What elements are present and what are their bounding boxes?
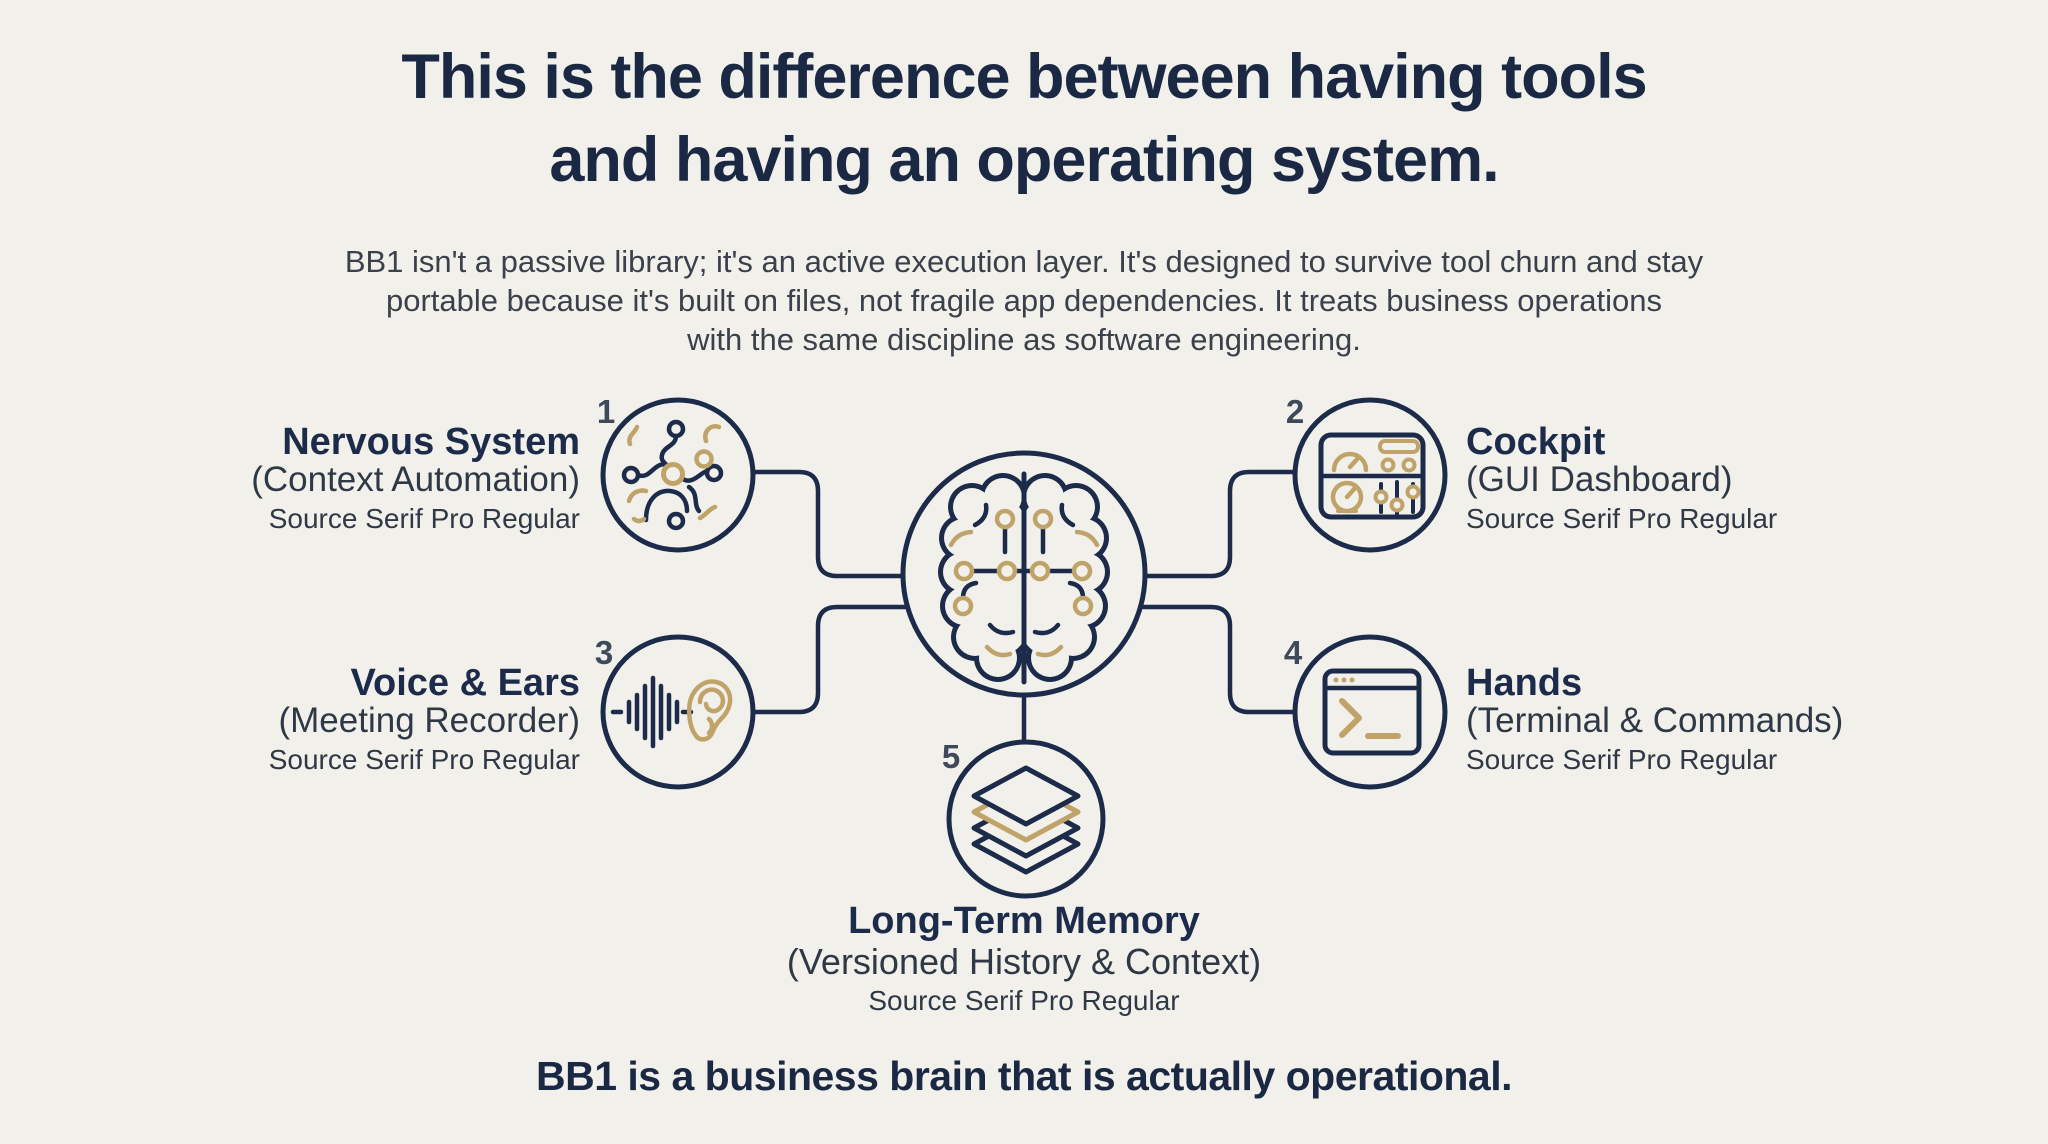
brain-circuit-traces	[960, 524, 1086, 601]
audio-waveform	[610, 675, 694, 749]
node3-subtitle: (Meeting Recorder)	[278, 701, 581, 740]
gauge-bottom	[1330, 480, 1364, 514]
node5-subtitle: (Versioned History & Context)	[786, 941, 1262, 982]
node4-subtitle: (Terminal & Commands)	[1466, 701, 1844, 740]
node1-label: Nervous System (Context Automation) Sour…	[80, 423, 580, 539]
node2-subtitle: (GUI Dashboard)	[1466, 460, 1733, 499]
node3-title: Voice & Ears	[350, 662, 580, 704]
brain-circuit-icon	[938, 471, 1110, 685]
indicator-bar	[1378, 439, 1420, 454]
neural-network-icon	[621, 419, 724, 531]
subtitle-line-3: with the same discipline as software eng…	[687, 322, 1361, 357]
neuron-gold-squiggles	[626, 424, 722, 524]
neuron-endpoints	[621, 419, 724, 531]
connector-node4-to-brain	[1137, 604, 1298, 715]
page-subtitle: BB1 isn't a passive library; it's an act…	[0, 242, 2048, 359]
node3-font-note: Source Serif Pro Regular	[268, 744, 580, 775]
node5-label: Long-Term Memory (Versioned History & Co…	[674, 901, 1374, 1020]
titlebar-dots	[1333, 677, 1355, 683]
terminal-window-icon	[1322, 668, 1422, 756]
page-title: This is the difference between having to…	[0, 36, 2048, 202]
node2-label: Cockpit (GUI Dashboard) Source Serif Pro…	[1466, 423, 2026, 539]
connector-node3-to-brain	[750, 604, 911, 715]
node5-title: Long-Term Memory	[848, 900, 1200, 942]
node4-label: Hands (Terminal & Commands) Source Serif…	[1466, 664, 2048, 780]
node4-number: 4	[1283, 634, 1303, 671]
node5-number: 5	[941, 738, 961, 775]
connector-node1-to-brain	[750, 469, 906, 579]
waveform-ear-icon	[610, 675, 733, 749]
layer-1-top	[971, 765, 1081, 827]
subtitle-line-1: BB1 isn't a passive library; it's an act…	[344, 244, 1704, 279]
ear-outline	[687, 679, 733, 742]
node3-label: Voice & Ears (Meeting Recorder) Source S…	[80, 664, 580, 780]
brain-circuit-nodes	[952, 508, 1094, 617]
brain-midline-and-folds	[972, 471, 1076, 685]
title-line-1: This is the difference between having to…	[401, 42, 1647, 112]
node4-title: Hands	[1466, 662, 1583, 704]
slider-knobs	[1373, 484, 1421, 513]
terminal-frame	[1322, 668, 1422, 756]
terminal-prompt	[1339, 698, 1401, 739]
node1-font-note: Source Serif Pro Regular	[268, 503, 580, 534]
node1-title: Nervous System	[282, 421, 580, 463]
node1-subtitle: (Context Automation)	[251, 460, 580, 499]
indicator-dots	[1380, 457, 1417, 473]
subtitle-line-2: portable because it's built on files, no…	[386, 283, 1662, 318]
node2-font-note: Source Serif Pro Regular	[1466, 503, 1778, 534]
node2-title: Cockpit	[1466, 421, 1606, 463]
stacked-layers-icon	[971, 765, 1081, 875]
connector-node2-to-brain	[1142, 469, 1298, 579]
footer-statement: BB1 is a business brain that is actually…	[535, 1053, 1513, 1099]
neuron-gold-nodes	[661, 449, 714, 486]
node3-number: 3	[594, 634, 614, 671]
connector-lines	[750, 469, 1298, 745]
gauge-top	[1331, 451, 1369, 473]
brain-gold-arcs	[948, 529, 1100, 658]
node4-font-note: Source Serif Pro Regular	[1466, 744, 1778, 775]
dashboard-controls-icon	[1318, 432, 1426, 520]
node5-font-note: Source Serif Pro Regular	[868, 985, 1180, 1016]
node1-number: 1	[596, 393, 616, 430]
node2-number: 2	[1285, 393, 1305, 430]
title-line-2: and having an operating system.	[549, 125, 1499, 195]
node4-circle	[1292, 634, 1448, 790]
